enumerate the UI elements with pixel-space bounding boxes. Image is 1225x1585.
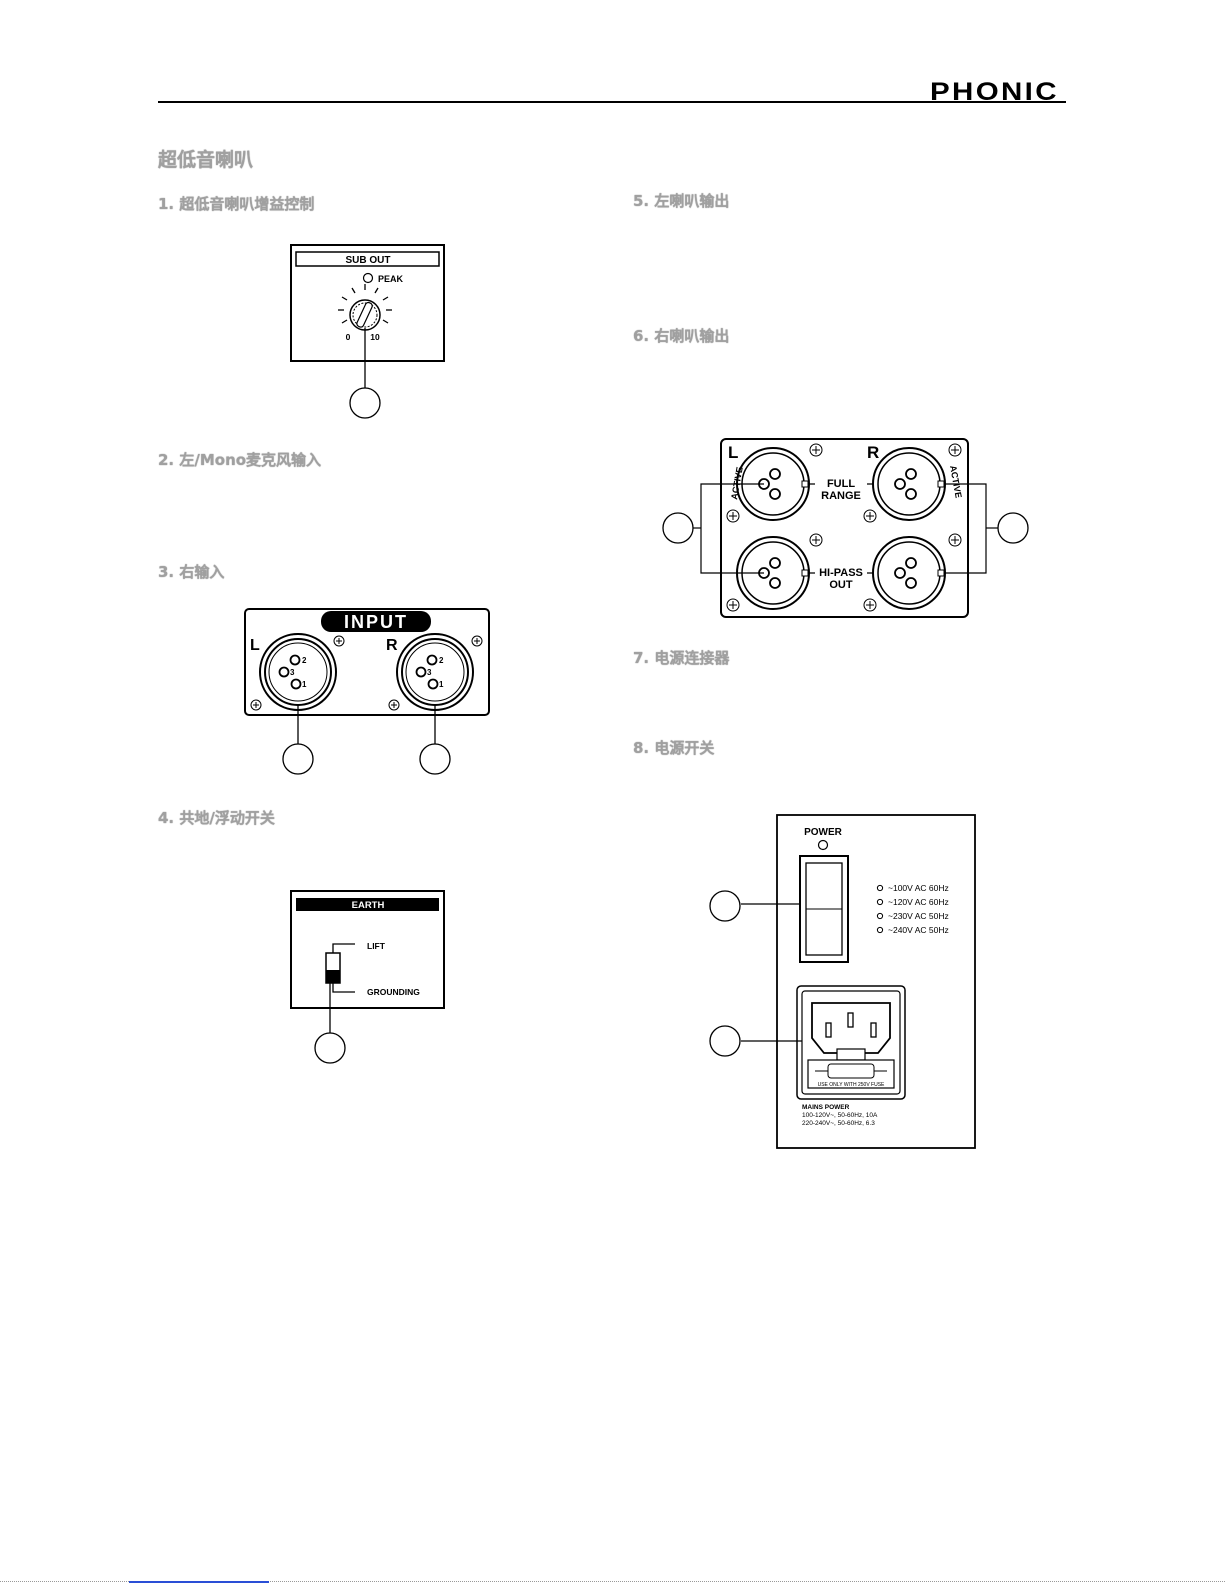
full-range-label-1: FULL [827, 478, 855, 490]
left-full-range-output[interactable] [736, 447, 810, 521]
peak-label: PEAK [378, 274, 404, 284]
callout-4 [314, 1032, 346, 1064]
callout-8 [709, 890, 741, 922]
earth-switch[interactable] [325, 952, 341, 984]
footer-rule [0, 1581, 1225, 1582]
grounding-label: GROUNDING [367, 987, 420, 997]
output-diagram: L R AC [662, 438, 1029, 618]
item-1-heading: 1. 超低音喇叭增益控制 [158, 195, 315, 213]
svg-text:~100V AC 60Hz: ~100V AC 60Hz [888, 883, 949, 893]
input-title: INPUT [344, 612, 408, 632]
svg-text:2: 2 [439, 656, 444, 665]
input-diagram: INPUT L R 2 3 1 2 3 1 [244, 608, 490, 775]
svg-text:1: 1 [439, 680, 444, 689]
svg-text:~240V AC 50Hz: ~240V AC 50Hz [888, 925, 949, 935]
mains-spec-2: 220-240V~, 50-60Hz, 6.3 [802, 1120, 875, 1127]
callout-7 [709, 1025, 741, 1057]
right-hi-pass-output[interactable] [872, 536, 946, 610]
item-6-heading: 6. 右喇叭输出 [633, 327, 730, 345]
earth-title: EARTH [352, 900, 385, 911]
callout-6 [997, 512, 1029, 544]
mains-power-label: MAINS POWER [802, 1104, 850, 1111]
footer-link-underline [129, 1581, 269, 1583]
peak-led-icon [362, 272, 374, 284]
iec-power-inlet[interactable]: USE ONLY WITH 250V FUSE [796, 985, 906, 1100]
item-8-heading: 8. 电源开关 [633, 739, 715, 757]
item-4-heading: 4. 共地/浮动开关 [158, 809, 275, 827]
svg-text:1: 1 [302, 680, 307, 689]
item-3-heading: 3. 右输入 [158, 563, 225, 581]
left-hi-pass-output[interactable] [736, 536, 810, 610]
item-2-heading: 2. 左/Mono麦克风输入 [158, 451, 322, 469]
gain-knob[interactable] [349, 299, 381, 331]
svg-text:~230V AC 50Hz: ~230V AC 50Hz [888, 911, 949, 921]
knob-min-label: 0 [346, 332, 351, 342]
mains-spec-1: 100-120V~, 50-60Hz, 10A [802, 1112, 878, 1119]
right-full-range-output[interactable] [872, 447, 946, 521]
item-7-heading: 7. 电源连接器 [633, 649, 730, 667]
svg-text:~120V AC 60Hz: ~120V AC 60Hz [888, 897, 949, 907]
voltage-list: ~100V AC 60Hz ~120V AC 60Hz ~230V AC 50H… [876, 883, 949, 935]
full-range-label-2: RANGE [821, 490, 861, 502]
sub-out-title: SUB OUT [346, 255, 391, 266]
right-xlr-input[interactable]: 2 3 1 [396, 633, 474, 711]
item-5-heading: 5. 左喇叭输出 [633, 192, 730, 210]
lift-label: LIFT [367, 941, 386, 951]
callout-5 [662, 512, 694, 544]
input-right-label: R [386, 637, 398, 654]
header-rule [158, 101, 1066, 103]
left-xlr-input[interactable]: 2 3 1 [259, 633, 337, 711]
knob-max-label: 10 [370, 332, 380, 342]
power-switch[interactable] [799, 855, 849, 963]
power-title: POWER [804, 827, 843, 838]
power-led-icon [817, 839, 829, 851]
hi-pass-label-1: HI-PASS [819, 567, 863, 579]
callout-2 [282, 743, 314, 775]
hi-pass-label-2: OUT [829, 579, 853, 591]
section-title: 超低音喇叭 [158, 149, 254, 171]
input-left-label: L [250, 637, 260, 654]
svg-text:3: 3 [290, 668, 295, 677]
callout-3 [419, 743, 451, 775]
output-left-label: L [728, 443, 738, 462]
svg-text:3: 3 [427, 668, 432, 677]
output-right-label: R [867, 443, 879, 462]
fuse-label: USE ONLY WITH 250V FUSE [818, 1082, 885, 1088]
power-diagram: POWER ~100V AC 60Hz ~120V AC 60Hz ~230V … [709, 814, 976, 1149]
earth-diagram: EARTH LIFT GROUNDING [290, 890, 445, 1064]
sub-out-diagram: SUB OUT PEAK 0 10 [290, 244, 445, 419]
svg-text:2: 2 [302, 656, 307, 665]
callout-1 [349, 387, 381, 419]
